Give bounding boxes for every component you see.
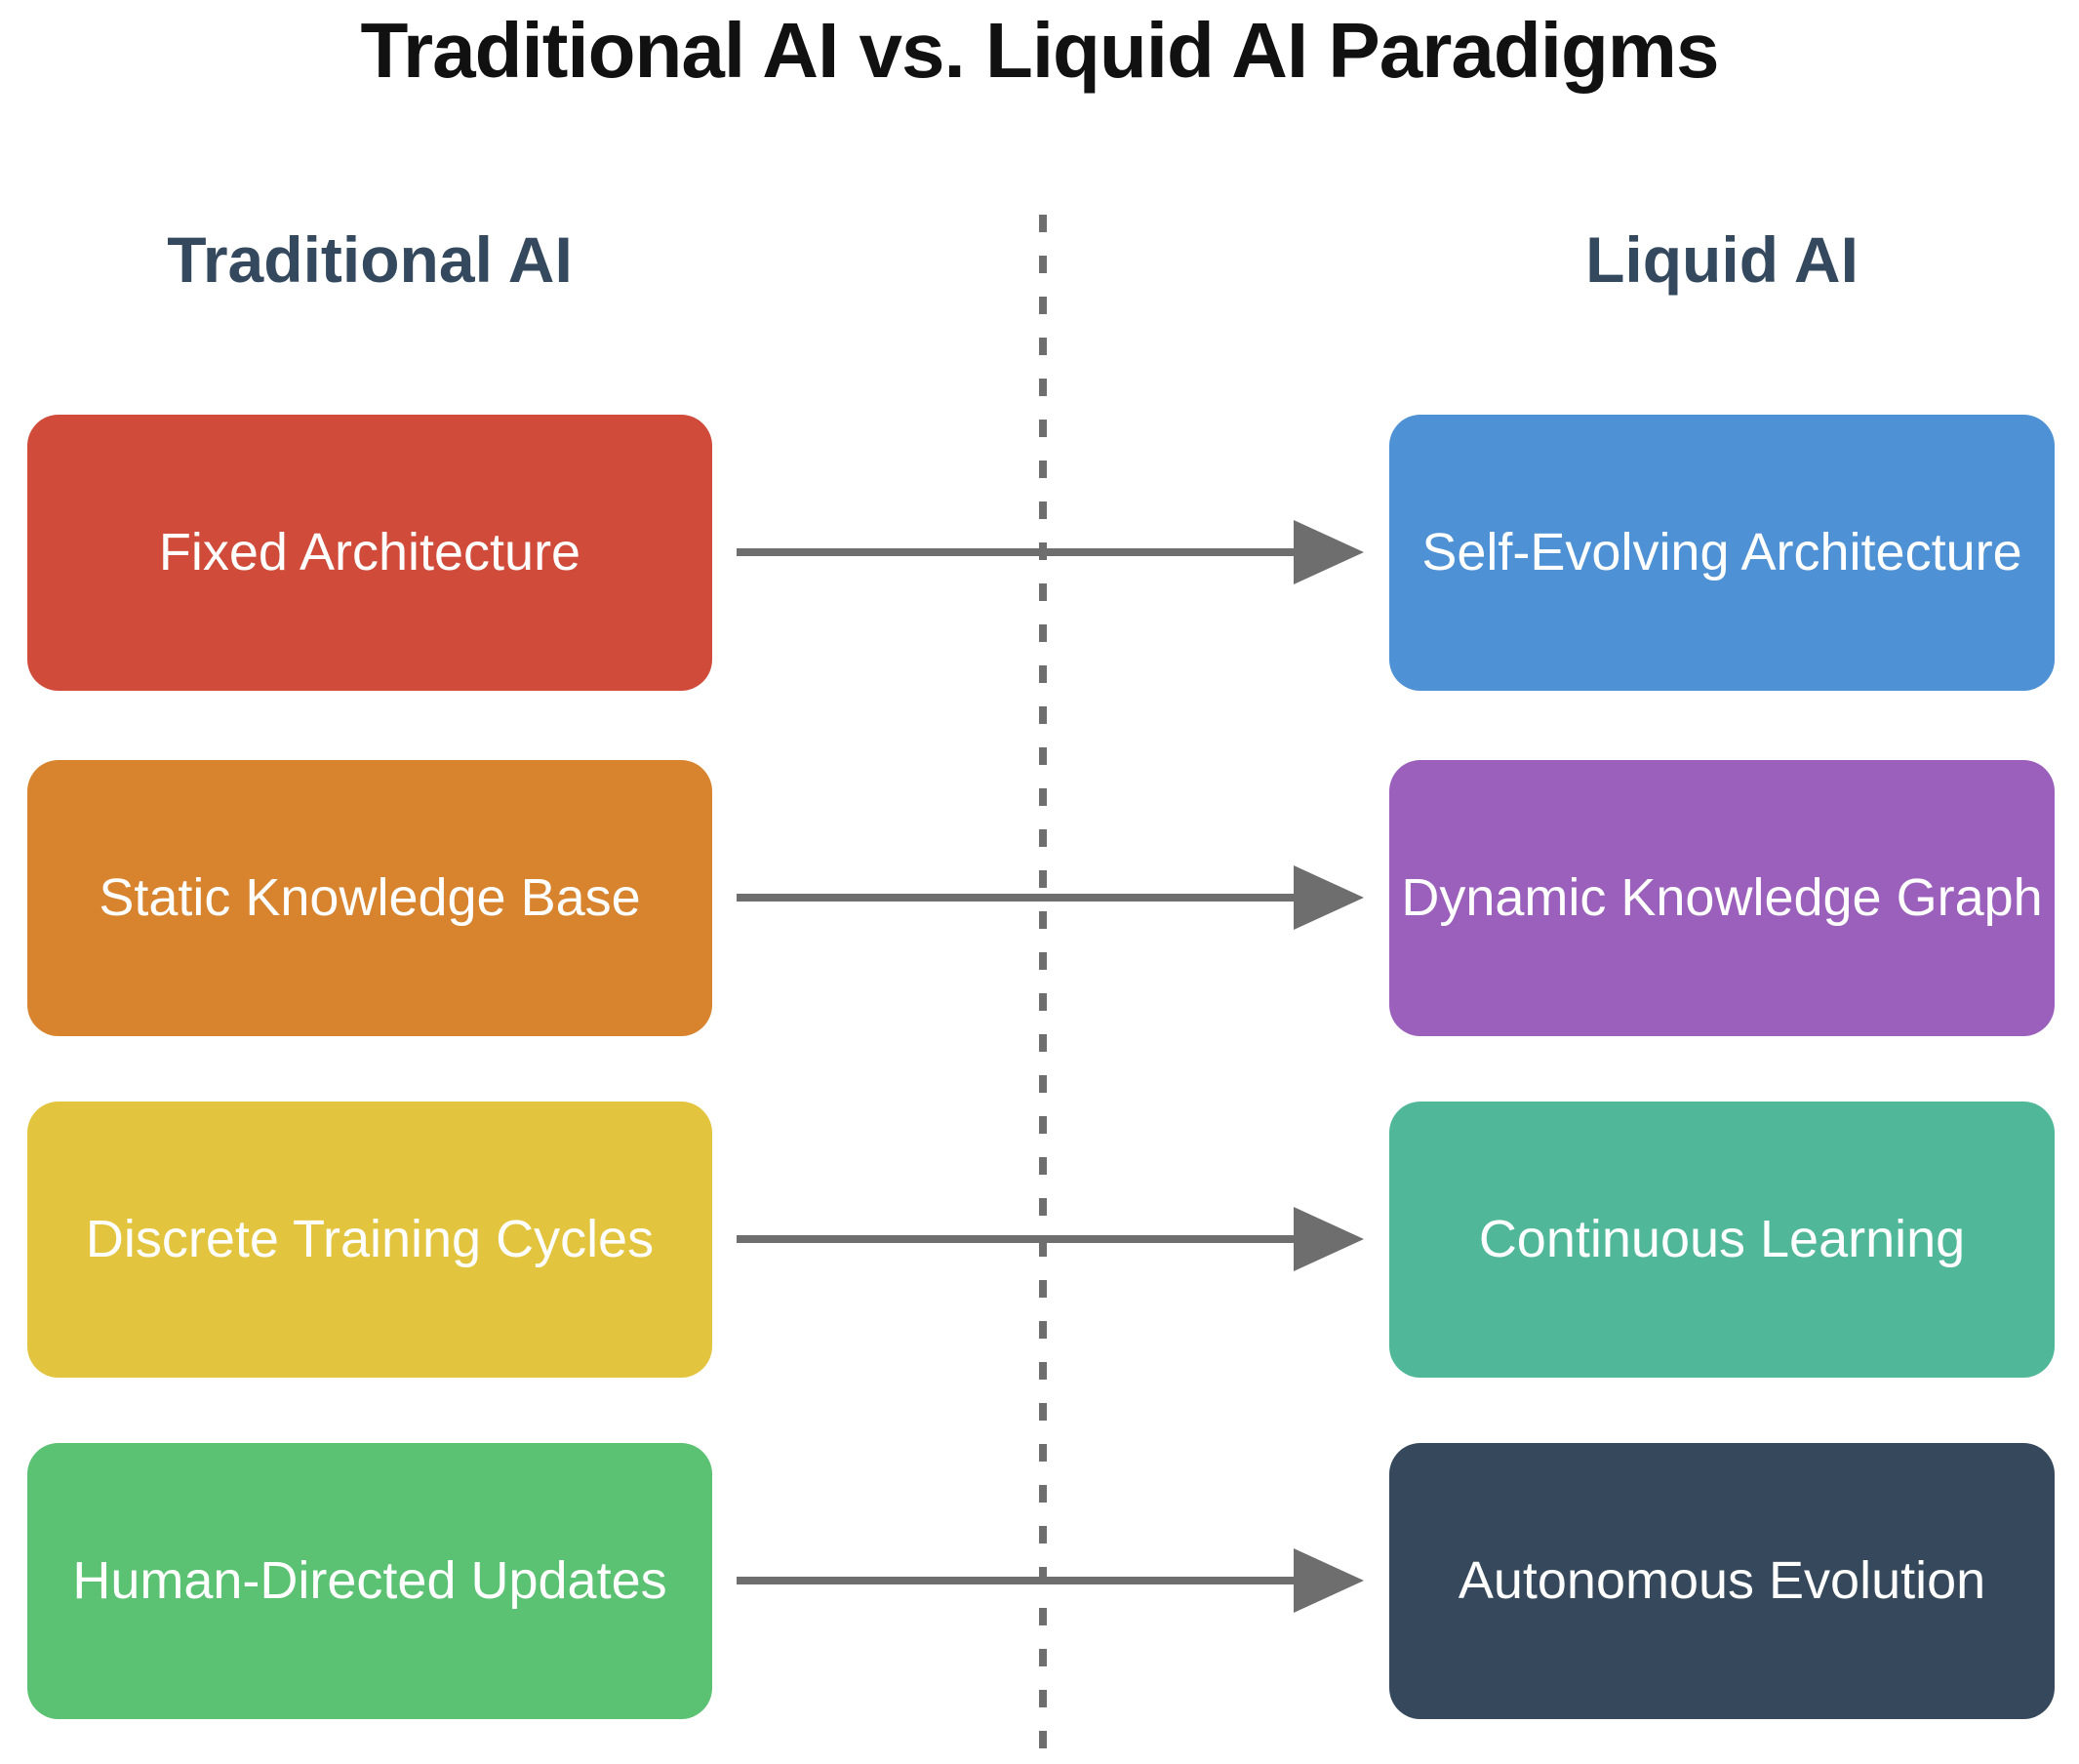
box-human-directed-updates: Human-Directed Updates xyxy=(27,1443,712,1719)
box-self-evolving-architecture: Self-Evolving Architecture xyxy=(1389,415,2055,691)
transform-arrow-row4 xyxy=(737,1548,1364,1613)
box-autonomous-evolution: Autonomous Evolution xyxy=(1389,1443,2055,1719)
arrow-shaft xyxy=(737,548,1305,556)
divider-dashed-line xyxy=(1039,215,1047,1764)
transform-arrow-row1 xyxy=(737,520,1364,584)
box-discrete-training-cycles: Discrete Training Cycles xyxy=(27,1102,712,1378)
arrow-right-icon xyxy=(1294,865,1364,930)
box-static-knowledge-base: Static Knowledge Base xyxy=(27,760,712,1036)
transform-arrow-row2 xyxy=(737,865,1364,930)
arrow-shaft xyxy=(737,1577,1305,1584)
arrow-right-icon xyxy=(1294,1207,1364,1271)
arrow-right-icon xyxy=(1294,520,1364,584)
box-dynamic-knowledge-graph: Dynamic Knowledge Graph xyxy=(1389,760,2055,1036)
column-header-traditional-ai: Traditional AI xyxy=(167,223,573,296)
column-header-liquid-ai: Liquid AI xyxy=(1585,223,1859,296)
arrow-right-icon xyxy=(1294,1548,1364,1613)
box-fixed-architecture: Fixed Architecture xyxy=(27,415,712,691)
box-continuous-learning: Continuous Learning xyxy=(1389,1102,2055,1378)
arrow-shaft xyxy=(737,894,1305,902)
arrow-shaft xyxy=(737,1235,1305,1243)
transform-arrow-row3 xyxy=(737,1207,1364,1271)
diagram-title: Traditional AI vs. Liquid AI Paradigms xyxy=(360,7,1720,94)
